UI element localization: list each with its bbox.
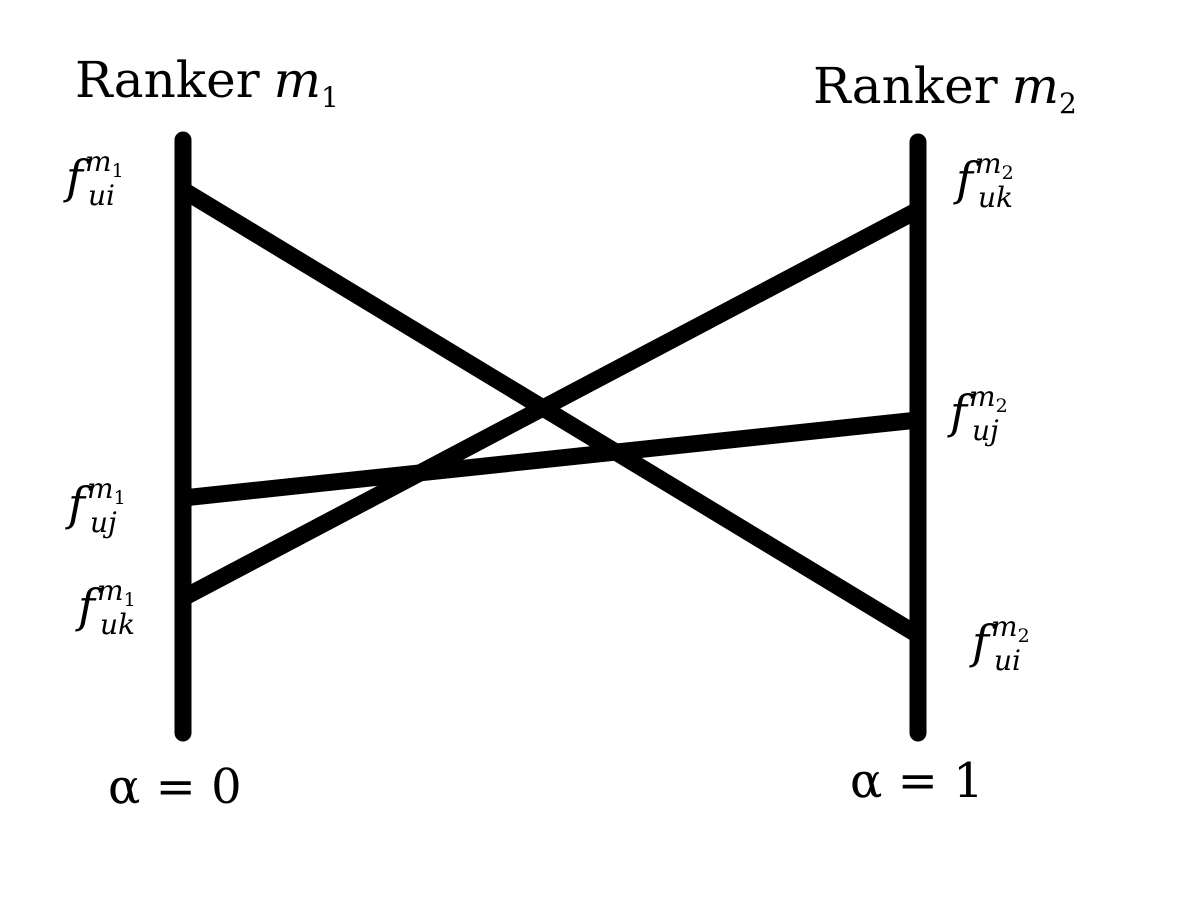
line-item-j (182, 411, 919, 507)
right-alpha-label: α = 1 (850, 753, 984, 809)
right-label-ui: fm2 ui (969, 610, 1035, 677)
line-item-k (179, 202, 922, 606)
right-label-uk: fm2 uk (953, 147, 1019, 214)
right-label-uj: fm2 uj (947, 380, 1013, 447)
left-alpha-label: α = 0 (108, 759, 242, 815)
left-label-ui: fm1 ui (63, 145, 129, 212)
left-label-uk: fm1 uk (75, 574, 141, 641)
left-label-uj: fm1 uj (65, 472, 131, 539)
